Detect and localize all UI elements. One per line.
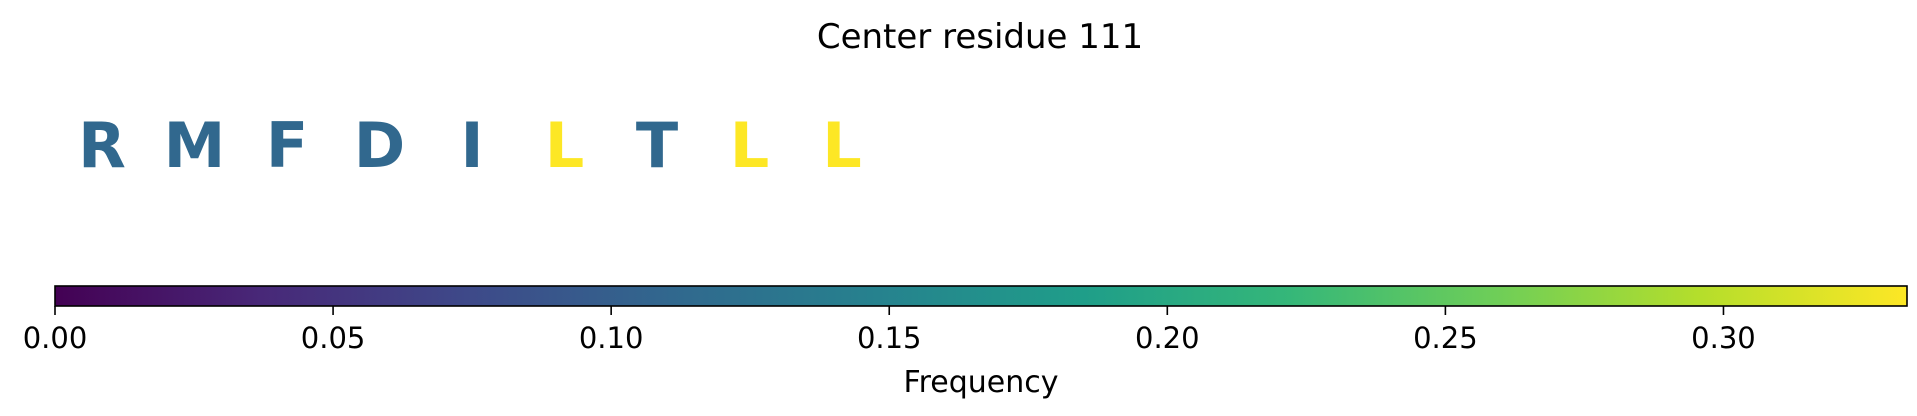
residue-letter: M <box>164 109 226 182</box>
residue-letter: L <box>545 109 585 182</box>
colorbar-ticks: 0.00 0.05 0.10 0.15 0.20 0.25 0.30 <box>23 306 1756 355</box>
residue-letter: F <box>266 109 308 182</box>
colorbar-tick-label: 0.15 <box>857 321 922 355</box>
colorbar-tick-label: 0.00 <box>23 321 88 355</box>
chart-title: Center residue 111 <box>817 17 1143 57</box>
residue-letter: L <box>730 109 770 182</box>
colorbar: 0.00 0.05 0.10 0.15 0.20 0.25 0.30 Frequency <box>23 285 1908 400</box>
residue-letter: L <box>822 109 862 182</box>
colorbar-frame <box>54 285 1908 307</box>
colorbar-tick-label: 0.25 <box>1413 321 1478 355</box>
residue-letter: I <box>460 109 483 182</box>
colorbar-gradient <box>55 286 1907 306</box>
colorbar-tick-label: 0.10 <box>579 321 644 355</box>
colorbar-tick-label: 0.20 <box>1135 321 1200 355</box>
residue-letter: D <box>354 109 405 182</box>
colorbar-tick-label: 0.05 <box>301 321 366 355</box>
residue-letter: R <box>78 109 126 182</box>
colorbar-tick-label: 0.30 <box>1691 321 1756 355</box>
colorbar-label: Frequency <box>904 365 1059 400</box>
residue-letter: T <box>636 109 678 182</box>
